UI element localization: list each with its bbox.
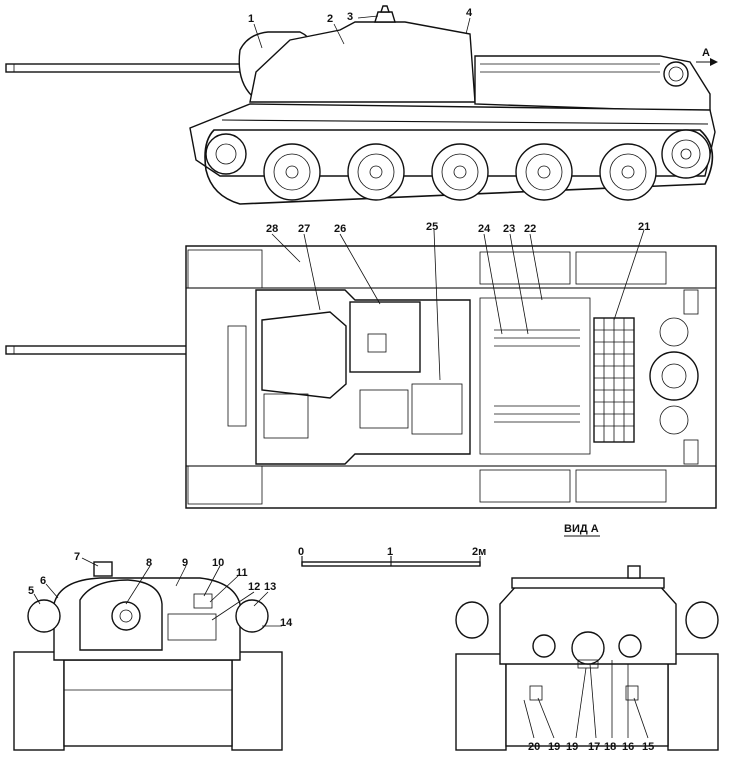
drive-sprocket-side: [661, 129, 711, 179]
grille-mesh: [594, 318, 634, 442]
scale-tick-1: 1: [387, 546, 393, 558]
cupola-side: [374, 11, 396, 23]
callout-7: 7: [74, 551, 80, 563]
front-right-track: [231, 651, 283, 751]
callout-21: 21: [638, 221, 650, 233]
front-view: 7 8 9 10 11 12 13 14 5 6: [13, 551, 293, 751]
callout-1: 1: [248, 13, 254, 25]
rear-left-track: [455, 653, 507, 751]
fuel-drum-side: [663, 61, 689, 87]
top-view: 28 27 26 25 24 23 22 21: [5, 221, 717, 509]
scale-tick-0: 0: [298, 546, 304, 558]
transmission-hatch-top: [649, 351, 699, 401]
callout-11: 11: [236, 567, 248, 579]
rear-view: ВИД А 20 19 19 17 18: [455, 523, 719, 753]
scale-bar: 0 1 2м: [298, 546, 486, 567]
rear-transmission-hatch: [571, 631, 605, 665]
callout-16: 16: [622, 741, 634, 753]
track-side: [204, 129, 714, 205]
callout-23: 23: [503, 223, 515, 235]
scale-tick-2: 2м: [472, 546, 486, 558]
front-lower-hull: [63, 659, 233, 747]
callout-17: 17: [588, 741, 600, 753]
callout-6: 6: [40, 575, 46, 587]
callout-4: 4: [466, 7, 473, 19]
callout-13: 13: [264, 581, 276, 593]
callout-19: 19: [548, 741, 560, 753]
front-left-drum: [27, 599, 61, 633]
rear-right-exhaust: [618, 634, 642, 658]
gun-mantlet-top: [261, 311, 347, 399]
idler-wheel-side: [205, 133, 247, 175]
engine-deck-top: [479, 297, 591, 455]
callout-8: 8: [146, 557, 152, 569]
callout-10: 10: [212, 557, 224, 569]
view-arrow-label: A: [702, 47, 710, 59]
callout-2: 2: [327, 13, 333, 25]
casemate-side: [249, 21, 476, 103]
rear-right-drum: [685, 601, 719, 639]
callout-24: 24: [478, 223, 491, 235]
rear-lower-hull: [505, 659, 669, 747]
left-track-top: [185, 245, 717, 289]
right-track-top: [185, 465, 717, 509]
callout-3: 3: [347, 11, 353, 23]
engine-louvres: [494, 329, 580, 423]
callout-9: 9: [182, 557, 188, 569]
gun-barrel-side: [5, 63, 251, 73]
rear-left-exhaust: [532, 634, 556, 658]
callout-27: 27: [298, 223, 310, 235]
callout-19b: 19: [566, 741, 578, 753]
callout-12: 12: [248, 581, 260, 593]
callout-18: 18: [604, 741, 616, 753]
rear-right-track: [667, 653, 719, 751]
rear-view-title: ВИД А: [564, 523, 599, 535]
road-wheels-side: [263, 143, 657, 201]
front-right-drum: [235, 599, 269, 633]
callout-22: 22: [524, 223, 536, 235]
front-left-track: [13, 651, 65, 751]
callout-20: 20: [528, 741, 540, 753]
roof-hatch-top: [349, 301, 421, 373]
callout-25: 25: [426, 221, 438, 233]
callout-28: 28: [266, 223, 278, 235]
side-view: A 1 2 3 4: [5, 5, 718, 205]
rear-left-drum: [455, 601, 489, 639]
callout-15: 15: [642, 741, 654, 753]
callout-14: 14: [280, 617, 293, 629]
engine-deck-side: [474, 55, 711, 113]
callout-5: 5: [28, 585, 34, 597]
callout-26: 26: [334, 223, 346, 235]
